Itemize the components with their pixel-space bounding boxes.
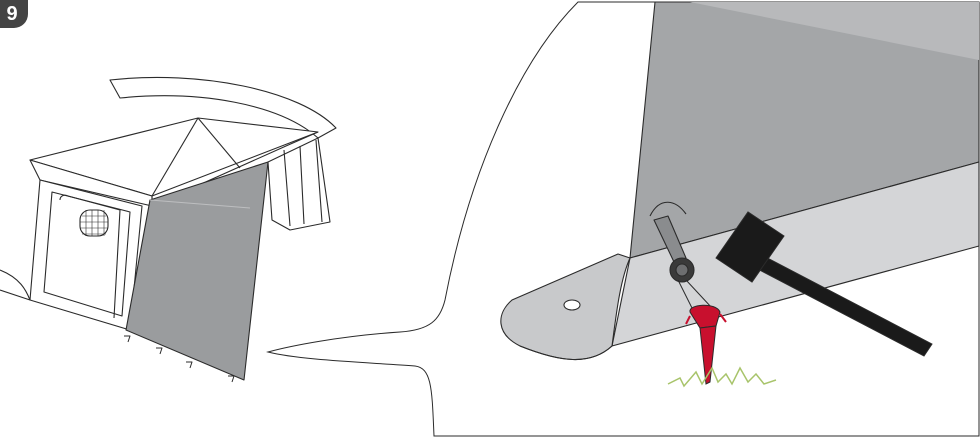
step-number-badge: 9 xyxy=(0,0,28,28)
window-mesh xyxy=(80,210,108,236)
awning-illustration xyxy=(0,77,336,382)
